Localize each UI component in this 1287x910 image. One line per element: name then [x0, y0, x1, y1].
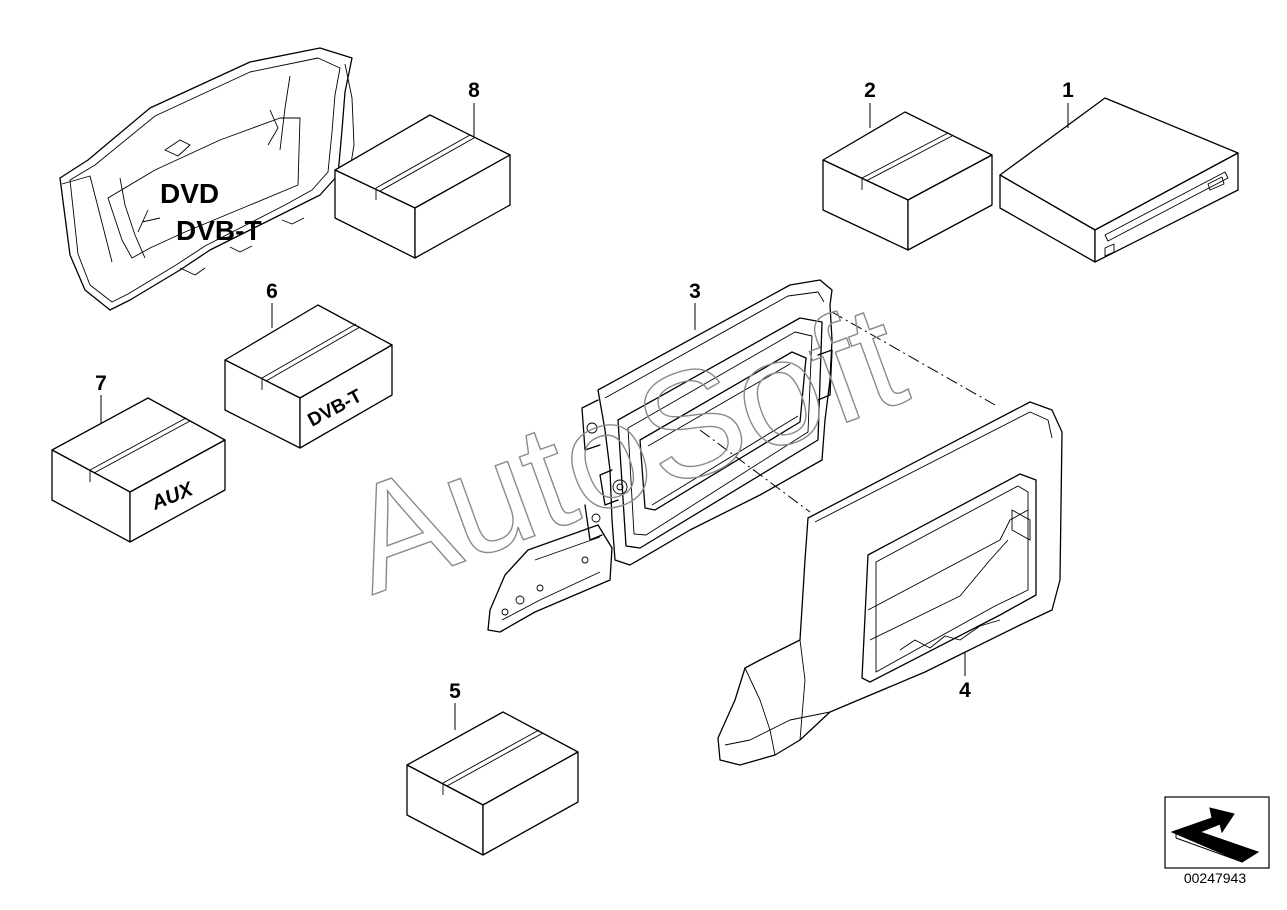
- watermark: AutoSoft: [325, 270, 923, 625]
- box-part-2: [822, 111, 993, 251]
- box-part-7: [51, 397, 226, 543]
- document-number: 00247943: [1183, 870, 1247, 886]
- callout-6: 6: [266, 280, 278, 303]
- callout-1: 1: [1062, 79, 1074, 102]
- box-part-5: [406, 711, 579, 856]
- box-part-6: [224, 304, 393, 449]
- callout-7: 7: [95, 372, 107, 395]
- callout-8: 8: [468, 79, 480, 102]
- assembly-line-upper: [831, 311, 996, 406]
- callout-5: 5: [449, 680, 461, 703]
- mounting-frame-part-3: [487, 279, 833, 633]
- box-part-8: [334, 114, 511, 259]
- callout-2: 2: [864, 79, 876, 102]
- display-label-dvd: DVD: [160, 178, 219, 209]
- display-label-dvbt: DVB-T: [176, 215, 262, 246]
- drive-unit-part-1: [999, 97, 1239, 263]
- display-unit-drawing: [59, 47, 355, 311]
- trim-bezel-part-4: [717, 401, 1063, 766]
- reference-box: [1164, 796, 1270, 869]
- callout-3: 3: [689, 280, 701, 303]
- direction-arrow-icon: [1170, 807, 1260, 863]
- assembly-line-lower: [699, 429, 811, 513]
- callout-4: 4: [959, 679, 971, 702]
